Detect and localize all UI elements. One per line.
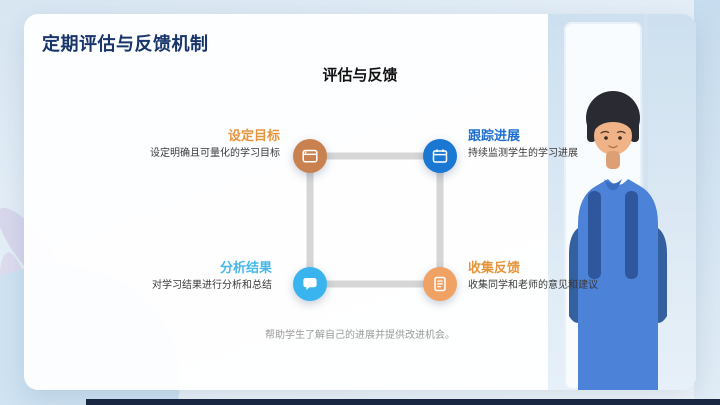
goal-node-text: 设定目标 设定明确且可量化的学习目标 <box>118 128 280 161</box>
progress-node-text: 跟踪进展 持续监测学生的学习进展 <box>468 128 640 161</box>
page-title: 定期评估与反馈机制 <box>42 34 209 54</box>
bottom-desk-strip <box>86 399 720 405</box>
goal-node-circle <box>293 139 327 173</box>
goal-window-icon <box>302 149 318 163</box>
analysis-node-description: 对学习结果进行分析和总结 <box>152 280 272 292</box>
feedback-node-circle <box>423 267 457 301</box>
calendar-icon <box>432 149 448 163</box>
diagram-heading: 评估与反馈 <box>322 67 398 84</box>
goal-node-label: 设定目标 <box>227 128 280 143</box>
progress-node-description: 持续监测学生的学习进展 <box>468 148 578 160</box>
illustration-scene <box>548 14 696 390</box>
background-right-wall <box>694 0 720 405</box>
analysis-node-label: 分析结果 <box>219 260 272 275</box>
feedback-node-text: 收集反馈 收集同学和老师的意见和建议 <box>468 260 640 293</box>
goal-node-description: 设定明确且可量化的学习目标 <box>150 148 280 160</box>
progress-node-label: 跟踪进展 <box>468 128 521 143</box>
feedback-node-label: 收集反馈 <box>468 260 521 275</box>
progress-node-circle <box>423 139 457 173</box>
footer-note: 帮助学生了解自己的进展并提供改进机会。 <box>265 330 455 341</box>
feedback-doc-icon <box>434 276 446 292</box>
student-character-illustration <box>569 91 667 390</box>
chat-bubble-icon <box>303 278 317 290</box>
analysis-node-text: 分析结果 对学习结果进行分析和总结 <box>108 260 272 293</box>
analysis-node-circle <box>293 267 327 301</box>
feedback-node-description: 收集同学和老师的意见和建议 <box>468 280 598 292</box>
